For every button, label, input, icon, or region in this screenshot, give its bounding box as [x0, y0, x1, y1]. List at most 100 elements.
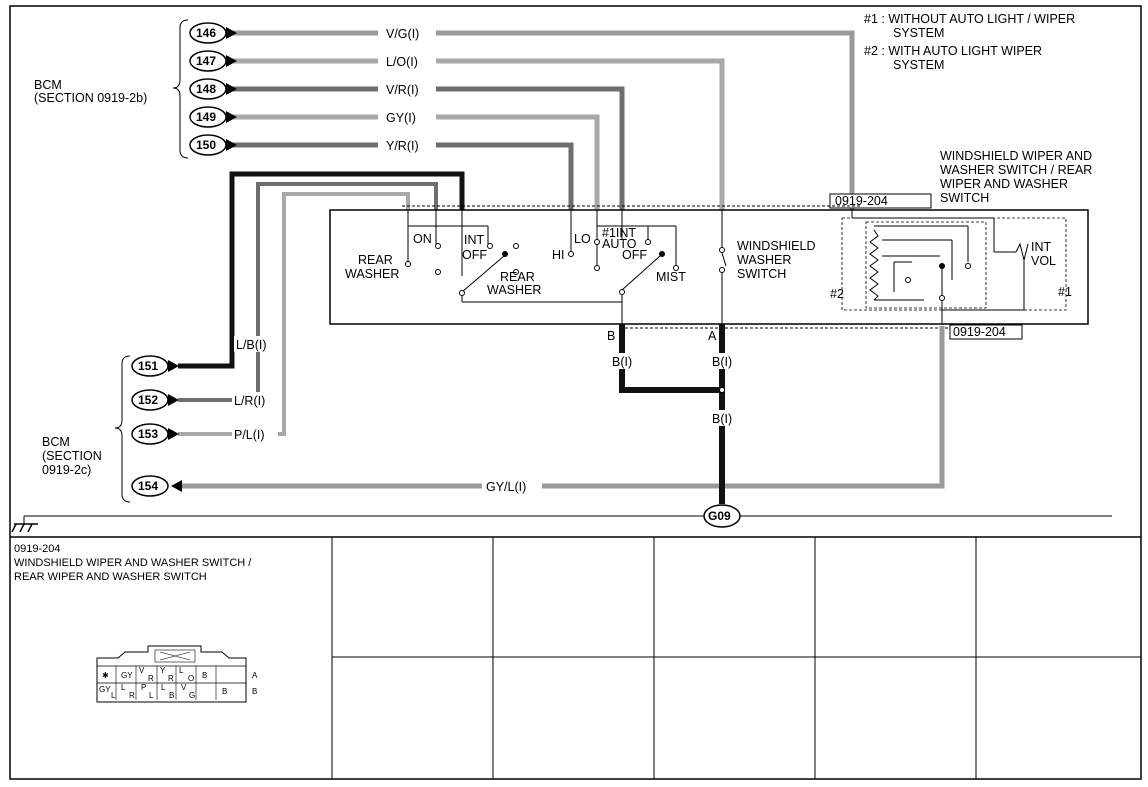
svg-text:GY: GY: [121, 671, 133, 680]
note-1-line1: #1 : WITHOUT AUTO LIGHT / WIPER: [864, 12, 1075, 26]
svg-text:L: L: [161, 683, 166, 692]
svg-text:REAR: REAR: [500, 270, 535, 284]
note-1-line2: SYSTEM: [893, 26, 944, 40]
svg-text:A: A: [252, 671, 258, 680]
switch-box: [329, 209, 1089, 325]
connector-table: 0919-204 WINDSHIELD WIPER AND WASHER SWI…: [10, 536, 1141, 779]
wire-label-149: GY(I): [386, 111, 416, 125]
svg-text:P: P: [141, 683, 146, 692]
svg-text:OFF: OFF: [622, 248, 647, 262]
svg-text:HI: HI: [552, 248, 565, 262]
connector-face: ✱ GY V R Y R L O B GY L L R P L L B V G …: [96, 645, 258, 703]
switch-title-4: SWITCH: [940, 191, 989, 205]
switch-title-1: WINDSHIELD WIPER AND: [940, 149, 1092, 163]
connector-title-1: WINDSHIELD WIPER AND WASHER SWITCH /: [14, 557, 252, 569]
svg-text:151: 151: [138, 359, 158, 373]
pin-150: 150: [189, 134, 237, 156]
svg-text:G09: G09: [708, 509, 731, 523]
svg-text:INT: INT: [464, 233, 485, 247]
svg-text:WINDSHIELD: WINDSHIELD: [737, 239, 815, 253]
svg-text:L: L: [111, 691, 116, 700]
svg-text:L: L: [121, 683, 126, 692]
connector-code: 0919-204: [14, 543, 61, 555]
wire-label-151: L/B(I): [236, 338, 267, 352]
wire-152: [178, 182, 438, 402]
svg-text:148: 148: [196, 82, 216, 96]
terminal-b-label: B: [607, 329, 615, 343]
windshield-washer-switch: WINDSHIELD WASHER SWITCH: [719, 210, 815, 324]
svg-text:ON: ON: [413, 232, 432, 246]
svg-text:LO: LO: [574, 232, 591, 246]
terminal-a-label: A: [708, 329, 717, 343]
svg-text:Y: Y: [160, 666, 166, 675]
svg-text:150: 150: [196, 138, 216, 152]
pin-149: 149: [189, 106, 237, 128]
connector-title-2: REAR WIPER AND WASHER SWITCH: [14, 571, 207, 583]
bcm-top-section: (SECTION 0919-2b): [34, 91, 147, 105]
outer-frame: [9, 5, 1142, 780]
svg-text:AUTO: AUTO: [602, 237, 637, 251]
svg-text:INT: INT: [1031, 240, 1052, 254]
svg-text:0919-204: 0919-204: [835, 194, 888, 208]
wire-151: [178, 171, 465, 369]
wire-label-150: Y/R(I): [386, 139, 419, 153]
svg-text:L: L: [149, 691, 154, 700]
svg-text:0919-204: 0919-204: [953, 325, 1006, 339]
svg-text:#1: #1: [1058, 285, 1072, 299]
bcm-bottom-brace: [114, 355, 131, 503]
svg-text:149: 149: [196, 110, 216, 124]
wire-148: [228, 86, 625, 210]
wire-label-147: L/O(I): [386, 55, 418, 69]
svg-text:B: B: [222, 687, 227, 696]
svg-text:153: 153: [138, 427, 158, 441]
svg-text:G: G: [189, 691, 195, 700]
connector-tag-bottom: [949, 324, 1023, 340]
svg-text:GY: GY: [99, 685, 111, 694]
pin-154: 154: [131, 475, 182, 497]
wire-label-153: P/L(I): [234, 428, 265, 442]
ground-wire-b: [619, 324, 722, 393]
wire-label-152: L/R(I): [234, 394, 265, 408]
wire-149: [228, 114, 600, 210]
svg-text:V: V: [139, 666, 145, 675]
pin-147: 147: [189, 50, 237, 72]
pin-148: 148: [189, 78, 237, 100]
note-2-line1: #2 : WITH AUTO LIGHT WIPER: [864, 44, 1042, 58]
svg-text:R: R: [129, 691, 135, 700]
bcm-bottom-section: (SECTION: [42, 449, 102, 463]
wire-147: [228, 58, 725, 210]
svg-text:R: R: [168, 674, 174, 683]
bcm-bottom-section-2: 0919-2c): [42, 463, 91, 477]
svg-text:146: 146: [196, 26, 216, 40]
svg-text:V: V: [181, 683, 187, 692]
svg-text:B: B: [252, 687, 257, 696]
wire-label-148: V/R(I): [386, 83, 419, 97]
bcm-bottom-label: BCM: [42, 435, 70, 449]
svg-text:VOL: VOL: [1031, 254, 1056, 268]
svg-text:R: R: [148, 674, 154, 683]
pin-151: 151: [131, 355, 179, 377]
ground-point-g09: G09: [703, 504, 741, 528]
wire-label-154: GY/L(I): [486, 480, 526, 494]
svg-text:#2: #2: [830, 287, 844, 301]
ground-wire-label-1: B(I): [612, 355, 632, 369]
svg-text:#1INT: #1INT: [602, 226, 636, 240]
int-volume-control: INT VOL #2 #1: [830, 210, 1072, 324]
chassis-ground-icon: [11, 523, 38, 533]
wire-154: [182, 326, 945, 489]
svg-text:152: 152: [138, 393, 158, 407]
svg-text:WASHER: WASHER: [345, 267, 399, 281]
rear-washer-switch: REAR WASHER ON INT OFF REAR WASHER: [345, 210, 622, 303]
switch-title-2: WASHER SWITCH / REAR: [940, 163, 1092, 177]
svg-text:WASHER: WASHER: [487, 283, 541, 297]
svg-text:154: 154: [138, 479, 158, 493]
svg-text:MIST: MIST: [656, 270, 686, 284]
pin-153: 153: [131, 423, 179, 445]
pin-152: 152: [131, 389, 179, 411]
svg-text:WASHER: WASHER: [737, 253, 791, 267]
svg-text:147: 147: [196, 54, 216, 68]
front-wiper-switch: HI LO #1INT AUTO OFF MIST: [552, 210, 686, 324]
svg-text:REAR: REAR: [358, 253, 393, 267]
ground-wire-label-2: B(I): [712, 355, 732, 369]
